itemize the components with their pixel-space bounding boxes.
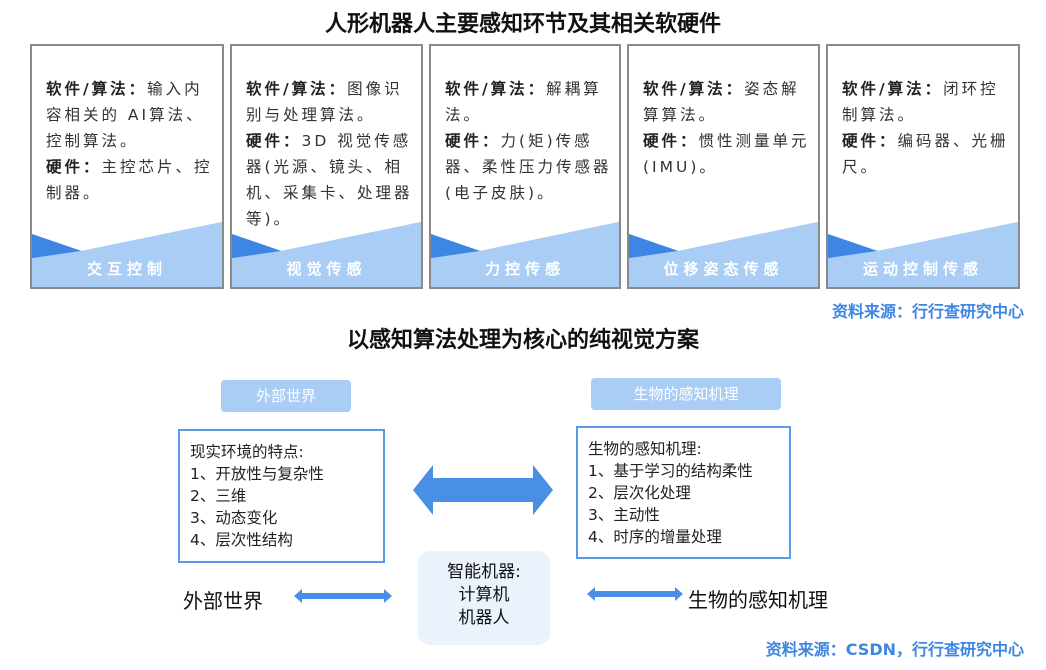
- card-text: 软件/算法：图像识别与处理算法。硬件：3D 视觉传感器(光源、镜头、相机、采集卡…: [246, 76, 415, 232]
- card-text: 软件/算法：输入内容相关的 AI算法、控制算法。硬件：主控芯片、控制器。: [46, 76, 216, 206]
- software-text: 姿态解算算法。: [643, 80, 800, 124]
- software-label: 软件/算法：: [643, 80, 745, 98]
- card-text: 软件/算法：闭环控制算法。硬件：编码器、光栅尺。: [842, 76, 1012, 180]
- hardware-label: 硬件：: [445, 132, 501, 150]
- box-bio: 生物的感知机理: 1、基于学习的结构柔性 2、层次化处理 3、主动性 4、时序的…: [576, 426, 791, 559]
- box-line: 1、基于学习的结构柔性: [588, 462, 753, 480]
- intelligent-machine-box: 智能机器: 计算机 机器人: [418, 551, 550, 645]
- pill-bio-mechanism: 生物的感知机理: [591, 378, 781, 410]
- box-line: 1、开放性与复杂性: [190, 465, 324, 483]
- machine-line: 计算机: [458, 585, 510, 605]
- software-text: 解耦算法。: [445, 80, 602, 124]
- box-external: 现实环境的特点: 1、开放性与复杂性 2、三维 3、动态变化 4、层次性结构: [178, 429, 385, 563]
- hardware-label: 硬件：: [643, 132, 699, 150]
- box-line: 2、三维: [190, 487, 247, 505]
- title-bottom: 以感知算法处理为核心的纯视觉方案: [346, 328, 699, 353]
- external-world-label: 外部世界: [183, 589, 263, 613]
- hardware-text: 惯性测量单元(IMU)。: [643, 132, 810, 176]
- card-text: 软件/算法：姿态解算算法。硬件：惯性测量单元(IMU)。: [643, 76, 812, 180]
- box-line: 2、层次化处理: [588, 484, 691, 502]
- card-3: 软件/算法：解耦算法。硬件：力(矩)传感器、柔性压力传感器(电子皮肤)。 力控传…: [429, 44, 621, 289]
- software-label: 软件/算法：: [246, 80, 348, 98]
- card-label: 视觉传感: [286, 260, 367, 278]
- card-label: 位移姿态传感: [663, 260, 784, 278]
- machine-line: 智能机器:: [447, 562, 521, 582]
- card-5: 软件/算法：闭环控制算法。硬件：编码器、光栅尺。 运动控制传感: [826, 44, 1020, 289]
- double-arrow-big-icon: [413, 465, 553, 515]
- box-line: 生物的感知机理:: [588, 440, 702, 458]
- card-label: 运动控制传感: [862, 260, 983, 278]
- box-line: 4、时序的增量处理: [588, 528, 722, 546]
- hardware-label: 硬件：: [246, 132, 302, 150]
- hardware-label: 硬件：: [842, 132, 898, 150]
- card-2: 软件/算法：图像识别与处理算法。硬件：3D 视觉传感器(光源、镜头、相机、采集卡…: [230, 44, 423, 289]
- card-label: 交互控制: [86, 260, 167, 278]
- machine-line: 机器人: [458, 608, 510, 628]
- hardware-label: 硬件：: [46, 158, 102, 176]
- software-text: 输入内容相关的 AI算法、控制算法。: [46, 80, 205, 150]
- card-label: 力控传感: [484, 260, 565, 278]
- hardware-text: 3D 视觉传感器(光源、镜头、相机、采集卡、处理器等)。: [246, 132, 413, 228]
- card-4: 软件/算法：姿态解算算法。硬件：惯性测量单元(IMU)。 位移姿态传感: [627, 44, 820, 289]
- software-text: 闭环控制算法。: [842, 80, 999, 124]
- card-text: 软件/算法：解耦算法。硬件：力(矩)传感器、柔性压力传感器(电子皮肤)。: [445, 76, 613, 206]
- double-arrow-right-icon: [587, 587, 683, 601]
- double-arrow-left-icon: [294, 589, 392, 603]
- source-bottom: 资料来源：CSDN，行行查研究中心: [765, 640, 1024, 659]
- bio-mechanism-label: 生物的感知机理: [688, 588, 828, 612]
- software-label: 软件/算法：: [46, 80, 148, 98]
- pill-external-world: 外部世界: [221, 380, 351, 412]
- card-1: 软件/算法：输入内容相关的 AI算法、控制算法。硬件：主控芯片、控制器。 交互控…: [30, 44, 224, 289]
- box-line: 4、层次性结构: [190, 531, 293, 549]
- hardware-text: 力(矩)传感器、柔性压力传感器(电子皮肤)。: [445, 132, 612, 202]
- software-label: 软件/算法：: [842, 80, 944, 98]
- title-top: 人形机器人主要感知环节及其相关软硬件: [324, 12, 721, 37]
- hardware-text: 主控芯片、控制器。: [46, 158, 213, 202]
- software-label: 软件/算法：: [445, 80, 547, 98]
- software-text: 图像识别与处理算法。: [246, 80, 403, 124]
- hardware-text: 编码器、光栅尺。: [842, 132, 1009, 176]
- source-top: 资料来源：行行查研究中心: [831, 302, 1024, 321]
- box-line: 3、主动性: [588, 506, 660, 524]
- box-line: 现实环境的特点:: [190, 443, 304, 461]
- box-line: 3、动态变化: [190, 509, 278, 527]
